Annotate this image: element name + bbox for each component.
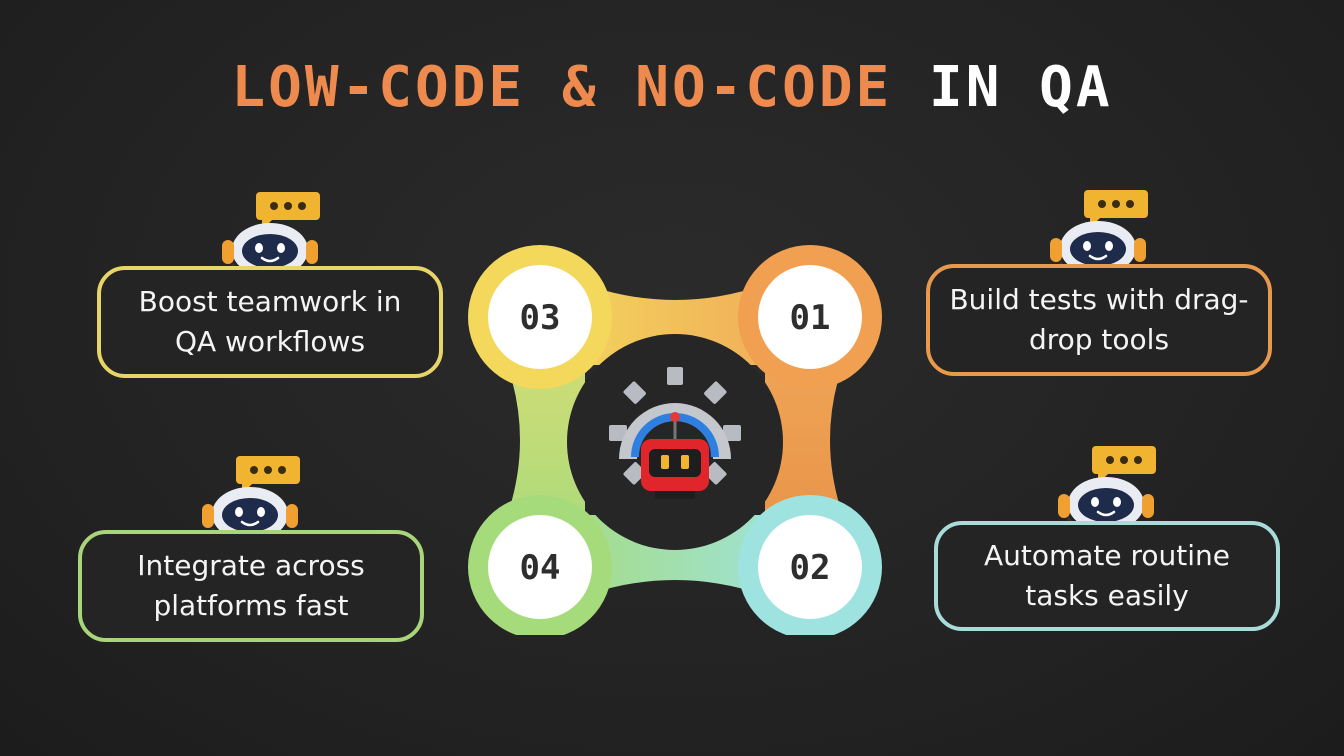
step-04-number: 04 (520, 548, 561, 588)
gear-robot-icon (609, 367, 741, 499)
step-02-text: Automate routine tasks easily (983, 539, 1231, 612)
step-02-number: 02 (790, 548, 831, 588)
robot-chat-icon (1046, 188, 1150, 276)
step-02-card: Automate routine tasks easily (934, 521, 1280, 631)
band-bottom (540, 515, 810, 615)
title-highlight: LOW-CODE & NO-CODE (231, 55, 893, 120)
step-01-text: Build tests with drag-drop tools (949, 283, 1249, 356)
title-suffix: IN QA (929, 55, 1113, 120)
robot-chat-icon (218, 190, 322, 278)
step-01-card: Build tests with drag-drop tools (926, 264, 1272, 376)
step-01-number: 01 (790, 298, 831, 338)
step-04-card: Integrate across platforms fast (78, 530, 424, 642)
step-04-text: Integrate across platforms fast (137, 549, 365, 622)
page-title: LOW-CODE & NO-CODE IN QA (0, 52, 1344, 124)
step-03-card: Boost teamwork in QA workflows (97, 266, 443, 378)
cycle-diagram: 03 01 04 02 (465, 245, 885, 639)
robot-chat-icon (198, 454, 302, 542)
robot-chat-icon (1054, 444, 1158, 532)
step-03-number: 03 (520, 298, 561, 338)
step-03-text: Boost teamwork in QA workflows (138, 285, 402, 358)
